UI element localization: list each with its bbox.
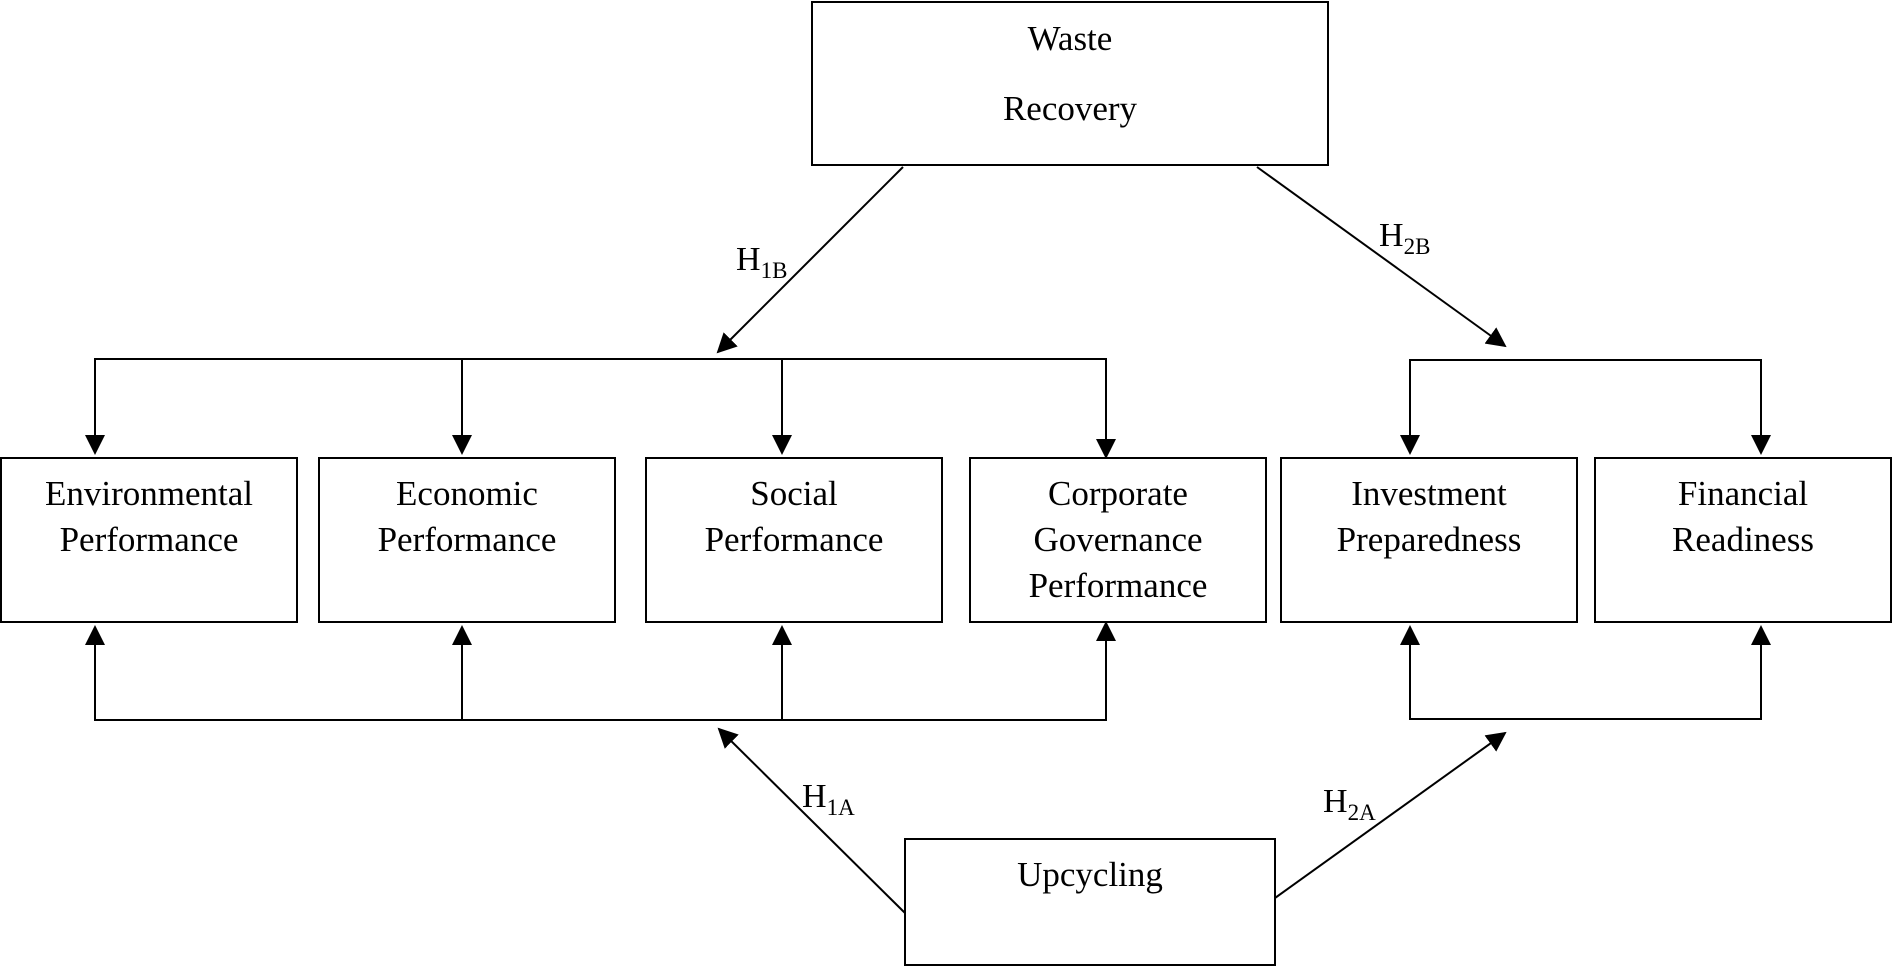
financial-readiness-line2: Readiness	[1672, 520, 1814, 559]
financial-readiness-node: Financial Readiness	[1594, 457, 1892, 623]
h1a-arrow	[717, 727, 906, 914]
waste-recovery-line2: Recovery	[1003, 89, 1138, 128]
economic-performance-line1: Economic	[396, 474, 538, 513]
h2b-arrow	[1256, 166, 1507, 348]
economic-performance-node: Economic Performance	[318, 457, 616, 623]
h2a-arrow	[1274, 731, 1507, 899]
corporate-governance-line1: Corporate	[1048, 474, 1188, 513]
environmental-performance-node: Environmental Performance	[0, 457, 298, 623]
h2a-label: H2A	[1323, 783, 1376, 825]
economic-performance-line2: Performance	[378, 520, 557, 559]
financial-readiness-line1: Financial	[1678, 474, 1809, 513]
corporate-governance-line2: Governance	[1033, 520, 1202, 559]
upcycling-label: Upcycling	[1017, 855, 1163, 894]
investment-preparedness-node: Investment Preparedness	[1280, 457, 1578, 623]
corporate-governance-line3: Performance	[1029, 566, 1208, 605]
environmental-performance-line1: Environmental	[45, 474, 253, 513]
corporate-governance-performance-node: Corporate Governance Performance	[969, 457, 1267, 623]
waste-recovery-node: Waste Recovery	[811, 1, 1329, 166]
investment-preparedness-line2: Preparedness	[1337, 520, 1522, 559]
h1b-arrow	[716, 166, 904, 354]
h1a-label: H1A	[802, 778, 855, 820]
h2b-label: H2B	[1379, 217, 1430, 259]
social-performance-line1: Social	[750, 474, 838, 513]
upcycling-node: Upcycling	[904, 838, 1276, 966]
waste-recovery-line1: Waste	[1028, 19, 1113, 58]
h1b-label: H1B	[736, 241, 787, 283]
environmental-performance-line2: Performance	[60, 520, 239, 559]
social-performance-line2: Performance	[705, 520, 884, 559]
social-performance-node: Social Performance	[645, 457, 943, 623]
investment-preparedness-line1: Investment	[1351, 474, 1507, 513]
